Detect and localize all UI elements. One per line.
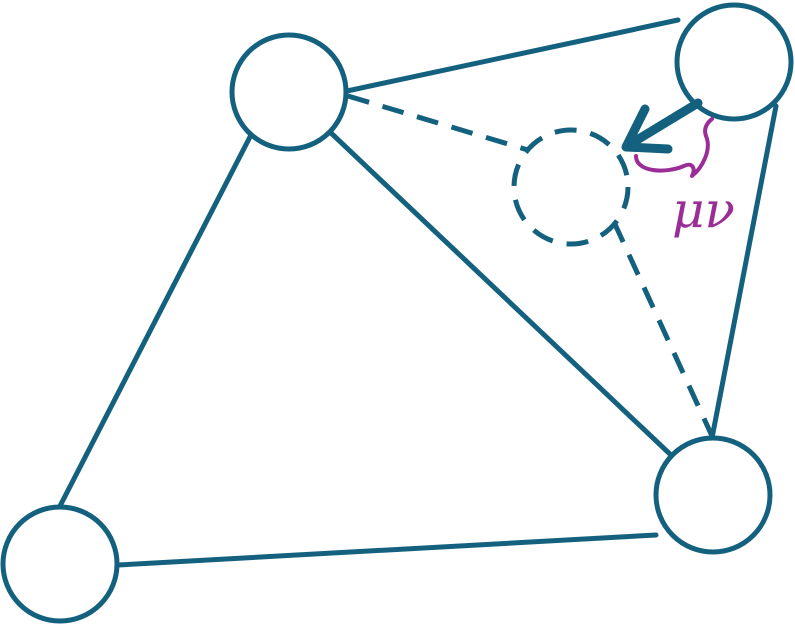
node-bottom-left bbox=[0, 504, 120, 624]
edge-top-left-top-right bbox=[344, 17, 681, 94]
arrow-head-icon bbox=[621, 104, 673, 154]
edge-top-left-bottom-right bbox=[327, 129, 675, 459]
move-arrow bbox=[627, 98, 703, 148]
edge-top-right-bottom-right bbox=[709, 103, 779, 441]
dashed-edge-top-left-virtual bbox=[347, 93, 529, 153]
virtual-node bbox=[511, 127, 631, 247]
edge-top-left-bottom-left bbox=[57, 130, 255, 509]
edge-bottom-left-bottom-right bbox=[115, 532, 659, 568]
brace-icon bbox=[634, 117, 714, 178]
node-top-right bbox=[674, 2, 794, 122]
node-bottom-right bbox=[653, 435, 773, 555]
node-top-left bbox=[229, 32, 349, 152]
mu-nu-label: μν bbox=[672, 181, 735, 239]
dashed-edge-virtual-bottom-right bbox=[611, 220, 715, 438]
